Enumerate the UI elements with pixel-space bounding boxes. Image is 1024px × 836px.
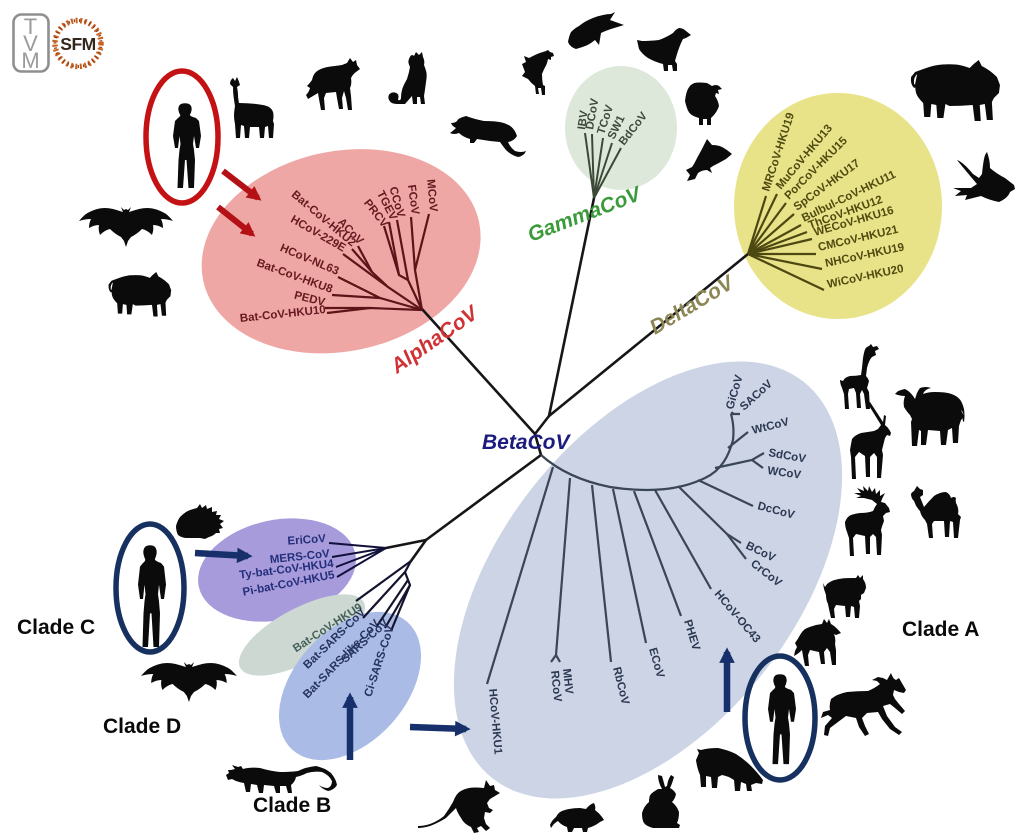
svg-text:MHV: MHV (560, 668, 575, 695)
svg-text:Clade C: Clade C (17, 616, 95, 639)
svg-text:V: V (23, 31, 38, 56)
svg-text:BetaCoV: BetaCoV (482, 431, 572, 454)
svg-text:T: T (24, 14, 37, 39)
svg-text:Clade A: Clade A (902, 618, 979, 641)
svg-text:Clade B: Clade B (253, 794, 331, 817)
svg-text:EriCoV: EriCoV (287, 533, 326, 548)
svg-text:WCoV: WCoV (767, 465, 803, 482)
svg-text:FCoV: FCoV (405, 184, 421, 216)
svg-text:HCoV-HKU1: HCoV-HKU1 (486, 688, 504, 755)
svg-text:SFM: SFM (60, 34, 95, 54)
svg-text:Clade D: Clade D (103, 715, 181, 738)
svg-text:MCoV: MCoV (424, 179, 439, 213)
svg-text:IBV: IBV (576, 109, 591, 130)
svg-text:M: M (21, 48, 39, 73)
svg-text:RCoV: RCoV (548, 670, 563, 703)
svg-text:DCoV: DCoV (584, 97, 601, 130)
